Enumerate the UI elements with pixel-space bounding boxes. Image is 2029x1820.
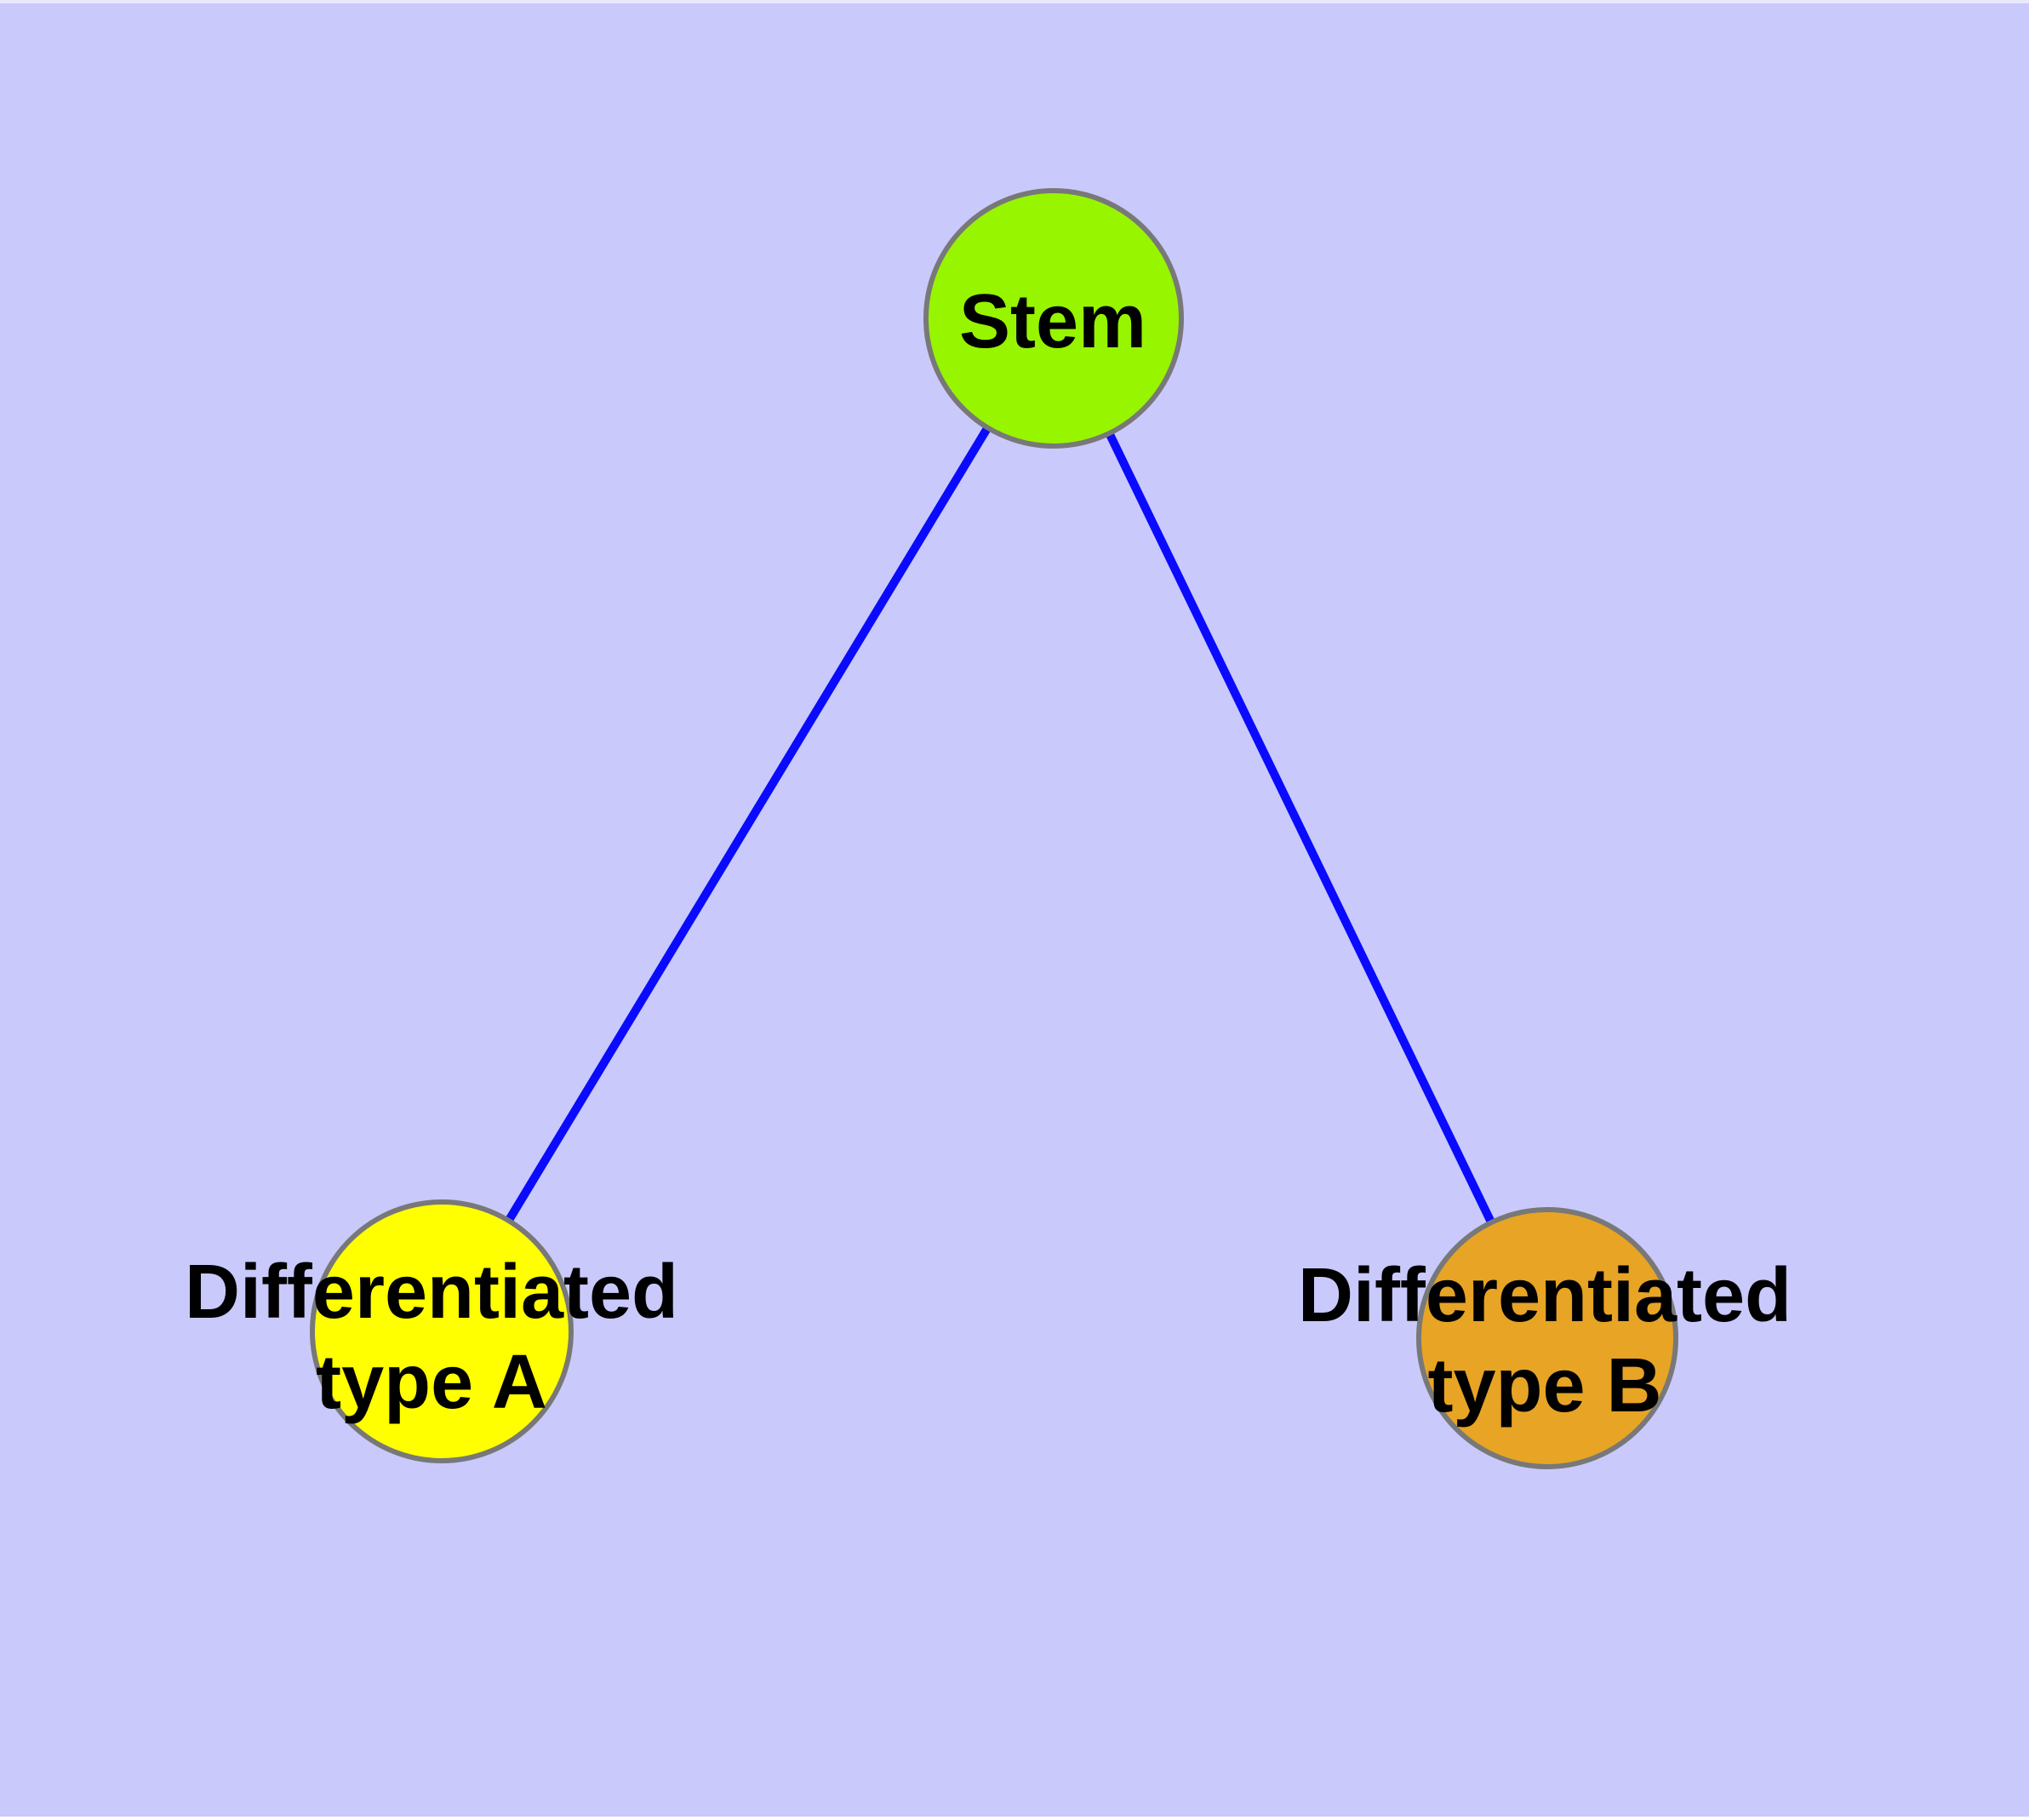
node-type-b-label-line1: Differentiated <box>1298 1253 1792 1338</box>
node-type-b-label-line2: type B <box>1427 1343 1661 1428</box>
node-stem[interactable] <box>923 188 1184 449</box>
edge-stem-to-type-a <box>437 316 1058 1334</box>
bottom-edge-strip <box>0 1817 2029 1820</box>
node-stem-label: Stem <box>959 279 1146 364</box>
edge-stem-to-type-b <box>1049 316 1552 1341</box>
node-differentiated-type-b[interactable] <box>1416 1207 1678 1469</box>
node-differentiated-type-a[interactable] <box>310 1199 574 1463</box>
node-type-a-label-line2: type A <box>316 1340 547 1425</box>
node-type-a-label-line1: Differentiated <box>185 1250 678 1335</box>
top-edge-strip <box>0 0 2029 3</box>
